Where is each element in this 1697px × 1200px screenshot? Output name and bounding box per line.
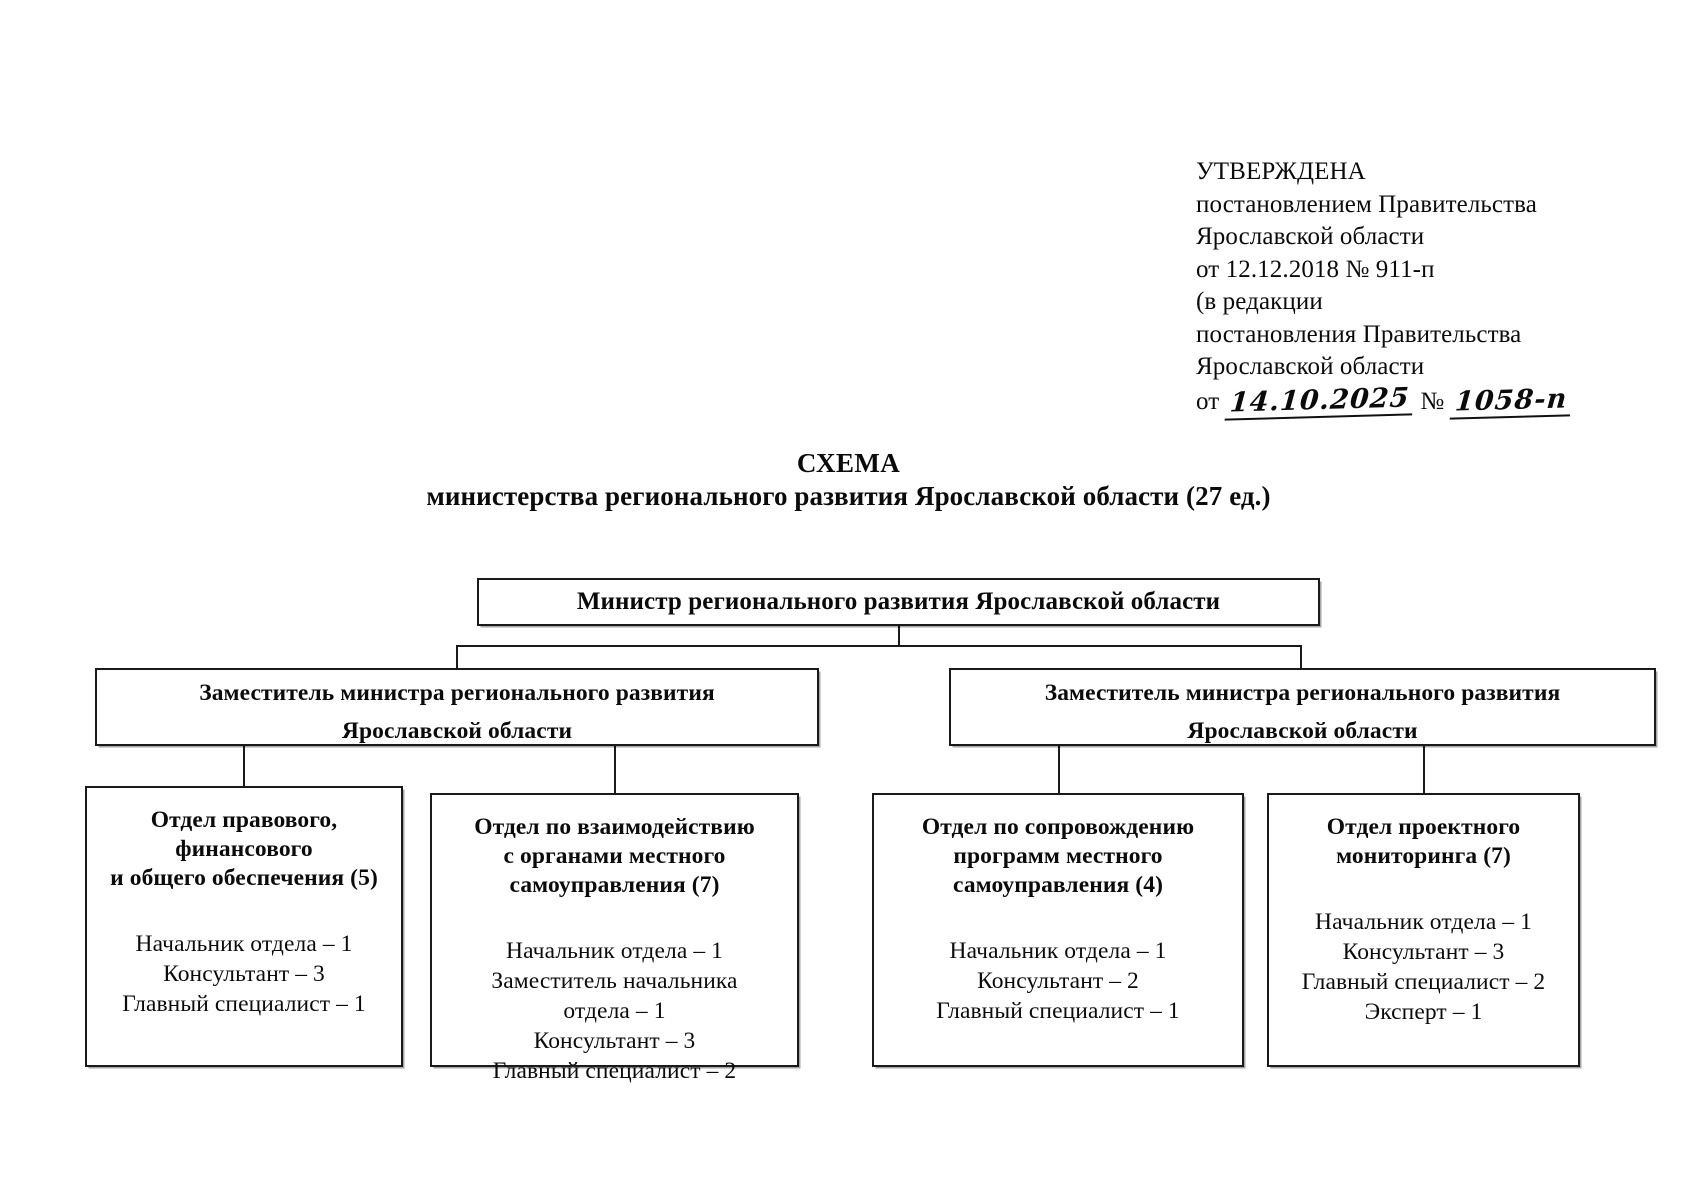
dept-support-title-line1: Отдел по сопровождению (921, 814, 1195, 840)
approval-ot-label: от (1196, 387, 1220, 415)
approval-line-5: (в редакции (1196, 288, 1323, 315)
node-deputy-minister-right[interactable]: Заместитель министра регионального разви… (949, 668, 1656, 746)
dept-support-title: Отдел по сопровождению программ местного… (874, 795, 1242, 900)
staff-item: Заместитель начальника (491, 968, 738, 994)
connector-deputy-left-to-dept-legal (243, 746, 245, 787)
approval-number-label: № (1420, 387, 1445, 415)
staff-item: Консультант – 3 (163, 961, 325, 987)
approval-line-4: от 12.12.2018 № 911-п (1196, 255, 1435, 283)
dept-project-title-line2: мониторинга (7) (1336, 843, 1511, 869)
connector-deputy-left-to-dept-local (614, 746, 616, 794)
dept-local-staff-list: Начальник отдела – 1 Заместитель начальн… (432, 900, 797, 1086)
connector-to-deputy-right (1300, 645, 1302, 669)
dept-support-title-line3: самоуправления (4) (953, 872, 1163, 898)
approval-line-7: Ярославской области (1196, 353, 1425, 380)
approval-line-6: постановления Правительства (1196, 320, 1522, 348)
connector-deputy-right-to-dept-support (1058, 746, 1060, 794)
staff-item: Консультант – 2 (977, 968, 1139, 994)
staff-item: Начальник отдела – 1 (506, 938, 723, 964)
page-title: СХЕМА (796, 448, 901, 478)
approval-block: УТВЕРЖДЕНА постановлением Правительства … (1196, 156, 1666, 421)
staff-item: Главный специалист – 1 (936, 998, 1180, 1024)
node-department-local-programs-support[interactable]: Отдел по сопровождению программ местного… (872, 793, 1244, 1067)
staff-item: Начальник отдела – 1 (1315, 909, 1532, 935)
page-subtitle: министерства регионального развития Ярос… (426, 481, 1271, 511)
dept-legal-title-line1: Отдел правового, (150, 807, 338, 833)
staff-item: Главный специалист – 2 (492, 1058, 737, 1084)
dept-legal-staff-list: Начальник отдела – 1 Консультант – 3 Гла… (87, 893, 401, 1019)
staff-item: Главный специалист – 2 (1301, 969, 1546, 995)
dept-project-staff-list: Начальник отдела – 1 Консультант – 3 Гла… (1269, 871, 1578, 1027)
dept-local-title: Отдел по взаимодействию с органами местн… (432, 795, 797, 900)
staff-item: Начальник отдела – 1 (135, 931, 353, 957)
node-deputy-right-title-line1: Заместитель министра регионального разви… (1044, 680, 1561, 706)
staff-item: Консультант – 3 (1342, 939, 1505, 965)
dept-legal-title-line3: и общего обеспечения (5) (110, 865, 378, 891)
connector-minister-stem (898, 626, 900, 646)
node-deputy-left-title-line2: Ярославской области (341, 718, 573, 744)
connector-to-deputy-left (456, 645, 458, 669)
approval-handwritten-line: от 14.10.2025 № 1058-п (1196, 382, 1666, 421)
connector-deputies-bus (456, 645, 1301, 647)
node-department-project-monitoring[interactable]: Отдел проектного мониторинга (7) Начальн… (1267, 793, 1580, 1067)
dept-legal-title-line2: финансового (175, 836, 313, 862)
dept-local-title-line3: самоуправления (7) (509, 872, 720, 898)
node-department-local-government-interaction[interactable]: Отдел по взаимодействию с органами местн… (430, 793, 799, 1084)
dept-legal-title: Отдел правового, финансового и общего об… (87, 788, 401, 893)
staff-item: Главный специалист – 1 (122, 991, 366, 1017)
dept-project-title: Отдел проектного мониторинга (7) (1269, 795, 1578, 871)
dept-support-title-line2: программ местного (953, 843, 1163, 869)
node-deputy-right-title-line2: Ярославской области (1187, 718, 1418, 744)
staff-item: Консультант – 3 (533, 1028, 696, 1054)
staff-item: Начальник отдела – 1 (949, 938, 1167, 964)
approval-line-3: Ярославской области (1196, 223, 1425, 250)
node-minister[interactable]: Министр регионального развития Ярославск… (477, 578, 1320, 626)
staff-item: отдела – 1 (563, 998, 666, 1024)
dept-local-title-line2: с органами местного (503, 843, 726, 869)
connector-deputy-right-to-dept-project (1423, 746, 1425, 794)
node-minister-title: Министр регионального развития Ярославск… (576, 588, 1221, 615)
approval-line-1: УТВЕРЖДЕНА (1196, 158, 1366, 185)
staff-item: Эксперт – 1 (1364, 999, 1483, 1025)
dept-project-title-line1: Отдел проектного (1326, 814, 1521, 840)
node-deputy-left-title-line1: Заместитель министра регионального разви… (199, 680, 715, 706)
dept-local-title-line1: Отдел по взаимодействию (474, 814, 755, 840)
dept-support-staff-list: Начальник отдела – 1 Консультант – 2 Гла… (874, 900, 1242, 1026)
approval-line-2: постановлением Правительства (1196, 190, 1537, 218)
node-department-legal-financial-general[interactable]: Отдел правового, финансового и общего об… (85, 786, 403, 1067)
node-deputy-minister-left[interactable]: Заместитель министра регионального разви… (95, 668, 819, 746)
